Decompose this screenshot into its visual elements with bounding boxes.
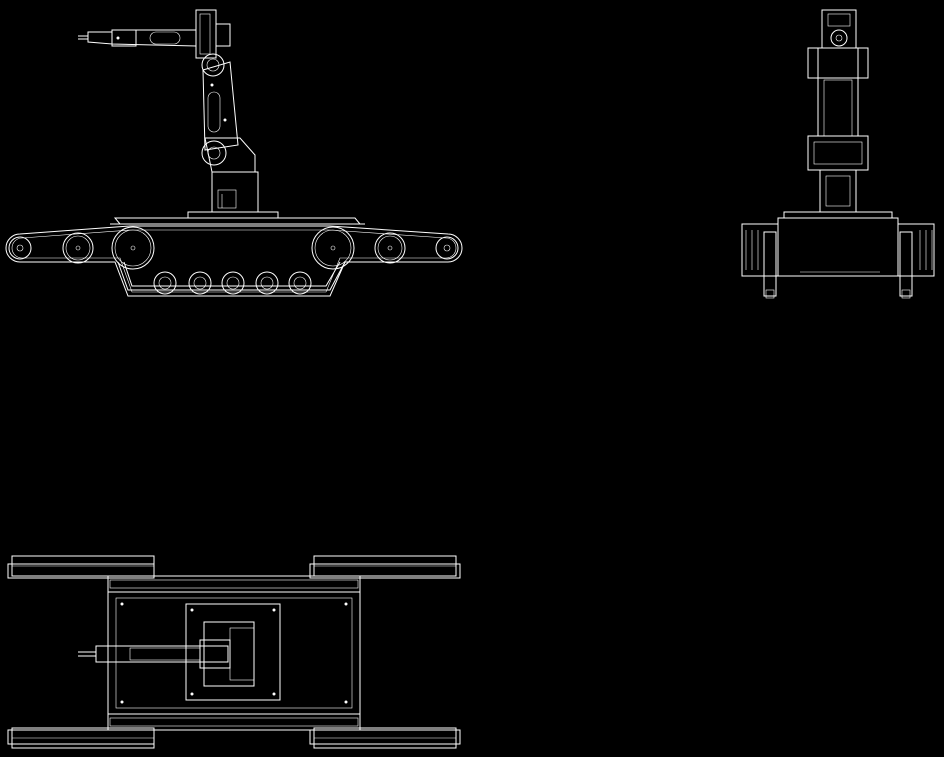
top-arm xyxy=(78,639,231,669)
front-track-left xyxy=(741,223,779,299)
side-wheel-front-idler xyxy=(8,236,32,260)
top-chassis xyxy=(107,591,361,715)
front-arm xyxy=(807,9,869,213)
side-wheel-rear-mid xyxy=(374,232,406,264)
side-road-wheels xyxy=(153,271,312,295)
side-arm xyxy=(78,9,279,219)
top-turret-plate xyxy=(185,603,281,701)
front-body xyxy=(777,211,899,277)
side-wheel-rear-idler xyxy=(435,236,459,260)
side-view xyxy=(5,9,463,297)
top-track-rear-right xyxy=(309,727,461,749)
side-track xyxy=(5,217,463,297)
side-wheel-front-mid xyxy=(62,232,94,264)
top-track-front-right xyxy=(309,555,461,579)
side-wheel-rear-drive xyxy=(311,226,355,270)
front-track-right xyxy=(897,223,935,299)
top-track-front-left xyxy=(7,555,155,579)
top-view xyxy=(7,555,461,749)
side-wheel-front-drive xyxy=(111,226,155,270)
front-view xyxy=(741,9,935,299)
top-track-rear-left xyxy=(7,727,155,749)
